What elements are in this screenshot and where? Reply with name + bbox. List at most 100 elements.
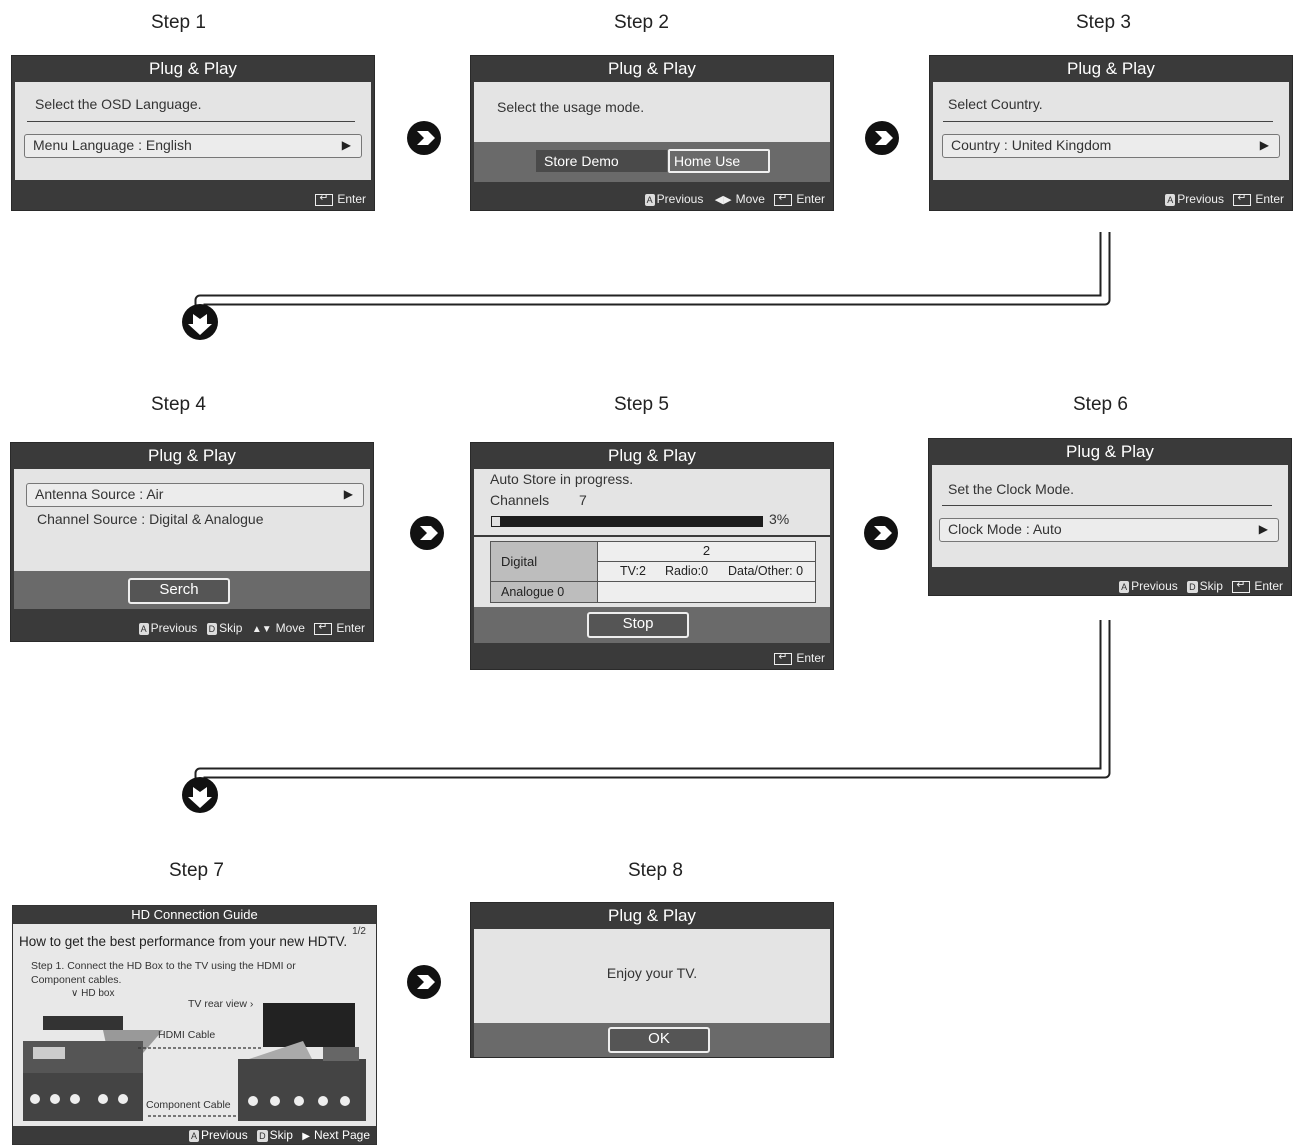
panel-body: Select Country. Country : United Kingdom… — [933, 82, 1289, 180]
hd-box-label: HD box — [81, 988, 115, 999]
right-arrow-icon: ▶ — [343, 487, 353, 501]
ok-button[interactable]: OK — [608, 1027, 710, 1053]
step7-panel: HD Connection Guide 1/2 How to get the b… — [12, 905, 377, 1145]
channel-source-row[interactable]: Channel Source : Digital & Analogue — [37, 511, 264, 527]
search-button[interactable]: Serch — [128, 578, 230, 604]
stop-button[interactable]: Stop — [587, 612, 689, 638]
enter-label: Enter — [796, 192, 825, 206]
enter-label: Enter — [337, 192, 366, 206]
tv-rear-caption: TV rear view › — [188, 998, 253, 1010]
data-other-count: Data/Other: 0 — [728, 564, 804, 578]
move-label: Move — [735, 192, 765, 206]
hd-guide-instruction: Step 1. Connect the HD Box to the TV usi… — [31, 960, 296, 986]
field-value: English — [145, 137, 192, 153]
step5-panel: Plug & Play Auto Store in progress. Chan… — [470, 442, 834, 670]
option-bar: Store Demo Home Use — [474, 142, 830, 182]
connector-3-to-4 — [182, 232, 1111, 340]
chevron-icon: › — [246, 998, 254, 1010]
panel-title: Plug & Play — [1066, 442, 1154, 461]
hd-guide-heading: How to get the best performance from you… — [19, 934, 348, 949]
field-label: Antenna Source — [35, 486, 136, 502]
d-button-icon: D — [1187, 580, 1198, 593]
chevron-icon: ∨ — [71, 988, 82, 999]
panel-footer: Enter — [471, 650, 833, 665]
country-field[interactable]: Country : United Kingdom ▶ — [942, 134, 1280, 158]
digital-total: 2 — [598, 542, 815, 562]
menu-language-field[interactable]: Menu Language : English ▶ — [24, 134, 362, 158]
button-bar: Stop — [474, 607, 830, 643]
step-8-label: Step 8 — [628, 860, 683, 881]
divider — [943, 121, 1273, 122]
field-sep: : — [139, 486, 144, 502]
step1-panel: Plug & Play Select the OSD Language. Men… — [11, 55, 375, 211]
right-arrow-icon — [410, 516, 444, 550]
home-use-option[interactable]: Home Use — [668, 149, 770, 173]
hd-box-caption: ∨ HD box — [71, 988, 114, 999]
enter-icon — [1233, 191, 1252, 206]
progress-fill — [492, 517, 501, 526]
step6-panel: Plug & Play Set the Clock Mode. Clock Mo… — [928, 438, 1292, 596]
left-right-icon: ◀▶ — [714, 194, 732, 206]
step3-panel: Plug & Play Select Country. Country : Un… — [929, 55, 1293, 211]
step-7-label: Step 7 — [169, 860, 224, 881]
panel-body: Auto Store in progress. Channels 7 3% — [474, 469, 830, 535]
step-2-label: Step 2 — [614, 12, 669, 33]
previous-label: Previous — [656, 192, 704, 206]
step1-prompt: Select the OSD Language. — [35, 96, 202, 112]
component-cable-label: Component Cable — [146, 1099, 231, 1111]
enter-label: Enter — [796, 651, 825, 665]
skip-label: Skip — [269, 1128, 293, 1142]
step8-panel: Plug & Play Enjoy your TV. OK — [470, 902, 834, 1058]
d-button-icon: D — [257, 1129, 268, 1142]
digital-breakdown: TV:2 Radio:0 Data/Other: 0 — [598, 562, 815, 582]
panel-body: Antenna Source : Air ▶ Channel Source : … — [14, 469, 370, 571]
progress-percent: 3% — [769, 511, 790, 527]
panel-body: Enjoy your TV. — [474, 929, 830, 1023]
progress-bar — [491, 516, 763, 527]
right-arrow-icon: ▶ — [1258, 522, 1268, 536]
step3-prompt: Select Country. — [948, 96, 1043, 112]
enter-icon — [774, 191, 793, 206]
next-page-label: Next Page — [313, 1128, 370, 1142]
panel-body: Set the Clock Mode. Clock Mode : Auto ▶ — [932, 465, 1288, 567]
hd-box-shape — [43, 1016, 123, 1030]
panel-footer: Enter — [12, 191, 374, 206]
enter-label: Enter — [336, 621, 365, 635]
enter-icon — [1232, 578, 1251, 593]
field-sep: : — [1003, 137, 1008, 153]
a-button-icon: A — [189, 1129, 200, 1142]
previous-label: Previous — [201, 1128, 248, 1142]
field-label: Clock Mode — [948, 521, 1022, 537]
field-label: Country — [951, 137, 1001, 153]
hdmi-cable-label: HDMI Cable — [158, 1029, 216, 1041]
tv-rear-label: TV rear view — [188, 998, 247, 1010]
previous-label: Previous — [1131, 579, 1178, 593]
connection-diagram — [23, 1003, 366, 1121]
channels-label: Channels — [490, 492, 550, 508]
right-arrow-icon — [407, 121, 441, 155]
panel-title: Plug & Play — [608, 906, 696, 925]
button-bar: OK — [474, 1023, 830, 1057]
up-down-icon: ▲▼ — [251, 624, 272, 635]
clock-mode-field[interactable]: Clock Mode : Auto ▶ — [939, 518, 1279, 542]
d-button-icon: D — [206, 622, 218, 635]
auto-store-status: Auto Store in progress. — [490, 471, 634, 487]
store-demo-option[interactable]: Store Demo — [536, 150, 667, 172]
right-arrow-icon — [864, 516, 898, 550]
tv-rear-shape — [263, 1003, 355, 1047]
field-sep: : — [1025, 521, 1030, 537]
page-indicator: 1/2 — [352, 926, 366, 937]
tv-count: TV:2 — [620, 564, 646, 578]
step4-panel: Plug & Play Antenna Source : Air ▶ Chann… — [10, 442, 374, 642]
right-arrow-icon — [865, 121, 899, 155]
panel-body: Select the usage mode. — [474, 82, 830, 142]
field-label: Menu Language — [33, 137, 135, 153]
channel-source-label: Channel Source — [37, 511, 138, 527]
step-3-label: Step 3 — [1076, 12, 1131, 33]
enter-icon — [315, 191, 334, 206]
field-value: United Kingdom — [1011, 137, 1112, 153]
antenna-source-field[interactable]: Antenna Source : Air ▶ — [26, 483, 364, 507]
